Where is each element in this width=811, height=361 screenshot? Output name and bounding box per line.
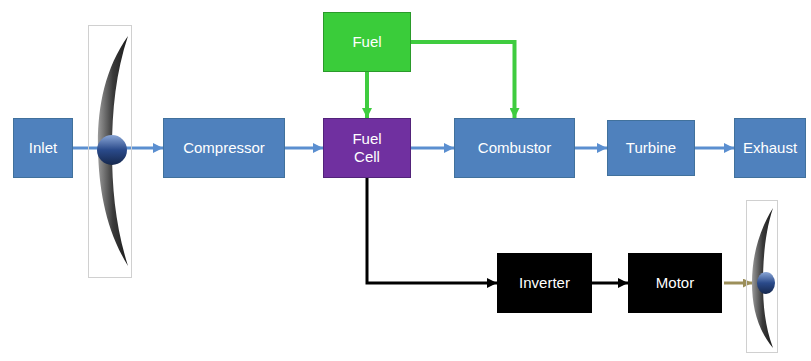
node-label: Inlet: [29, 139, 57, 157]
process-box: Compressor: [163, 118, 285, 178]
node-label: Fuel Cell: [344, 130, 390, 166]
node-label: Exhaust: [743, 139, 797, 157]
electrical-box: Motor: [628, 253, 722, 313]
fuel-cell-box: Fuel Cell: [323, 118, 411, 178]
node-label: Turbine: [626, 139, 676, 157]
process-box: Exhaust: [734, 118, 806, 178]
shaft-arrow: [724, 282, 752, 285]
electrical-box: Inverter: [497, 253, 592, 313]
flow-arrow: [411, 42, 515, 118]
process-box: Combustor: [454, 118, 575, 178]
flow-arrow: [592, 282, 628, 285]
process-box: Inlet: [13, 118, 73, 178]
node-label: Inverter: [519, 274, 570, 292]
flow-arrow: [365, 72, 369, 118]
process-box: Turbine: [607, 120, 695, 176]
flow-arrow: [575, 147, 607, 150]
node-label: Combustor: [478, 139, 551, 157]
flow-arrow: [411, 147, 454, 150]
flow-arrow: [695, 147, 734, 150]
inlet-propeller: [89, 26, 132, 278]
node-label: Fuel: [352, 33, 381, 51]
node-label: Compressor: [183, 139, 265, 157]
node-label: Motor: [656, 274, 694, 292]
motor-propeller: [747, 201, 778, 353]
flow-arrow: [285, 147, 323, 150]
fuel-box: Fuel: [323, 12, 411, 72]
flow-arrow: [367, 178, 497, 283]
